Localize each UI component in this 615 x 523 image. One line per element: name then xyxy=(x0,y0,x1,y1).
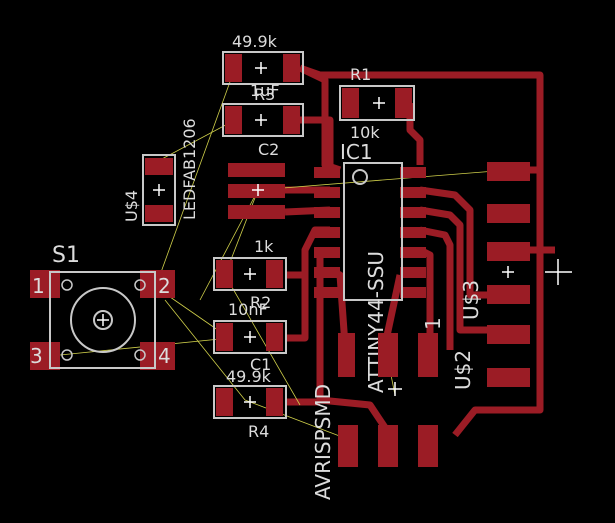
ic1-name-label: IC1 xyxy=(340,140,373,164)
r1-value-label: 10k xyxy=(350,123,380,142)
left-header-pads xyxy=(228,163,285,219)
c1-capacitor[interactable]: 10nF C1 xyxy=(213,300,287,374)
origin-crosshair-icon xyxy=(545,259,572,285)
c2-name-label: C2 xyxy=(258,140,279,159)
r1-name-label: R1 xyxy=(350,65,371,84)
c1-value-label: 10nF xyxy=(228,300,268,319)
avr-name-label: U$2 xyxy=(451,350,475,390)
r4-name-label: R4 xyxy=(248,422,269,441)
r1-resistor[interactable]: R1 10k xyxy=(339,65,415,142)
led-u4[interactable]: U$4 LEDFAB1206 xyxy=(122,118,199,226)
c2-capacitor[interactable]: 1uF C2 xyxy=(222,81,304,159)
s1-pin3-label: 3 xyxy=(30,344,43,368)
r3-resistor[interactable]: 49.9k R3 xyxy=(222,32,304,104)
r3-value-label: 49.9k xyxy=(232,32,278,51)
avrisp-header[interactable]: AVRISPSMD U$2 1 xyxy=(311,317,475,500)
r3-name-label: R3 xyxy=(254,85,275,104)
s1-pin4-label: 4 xyxy=(158,344,171,368)
r2-resistor[interactable]: 1k R2 xyxy=(213,237,287,312)
s1-pin1-label: 1 xyxy=(32,274,45,298)
avr-pin1-label: 1 xyxy=(421,317,445,330)
r2-value-label: 1k xyxy=(254,237,274,256)
c2-value-label: 1uF xyxy=(250,81,280,100)
led-package-label: LEDFAB1206 xyxy=(180,118,199,220)
s1-pin2-label: 2 xyxy=(158,274,171,298)
avr-package-label: AVRISPSMD xyxy=(311,384,335,500)
r4-value-label: 49.9k xyxy=(226,367,272,386)
led-name-label: U$4 xyxy=(122,190,141,222)
u3-name-label: U$3 xyxy=(459,280,483,320)
c1-name-label: C1 xyxy=(250,355,271,374)
s1-name-label: S1 xyxy=(52,243,80,268)
u3-header[interactable] xyxy=(487,162,530,387)
r4-resistor[interactable]: 49.9k R4 xyxy=(213,367,287,441)
s1-switch[interactable]: S1 1 2 3 4 xyxy=(30,243,175,370)
r2-name-label: R2 xyxy=(250,293,271,312)
